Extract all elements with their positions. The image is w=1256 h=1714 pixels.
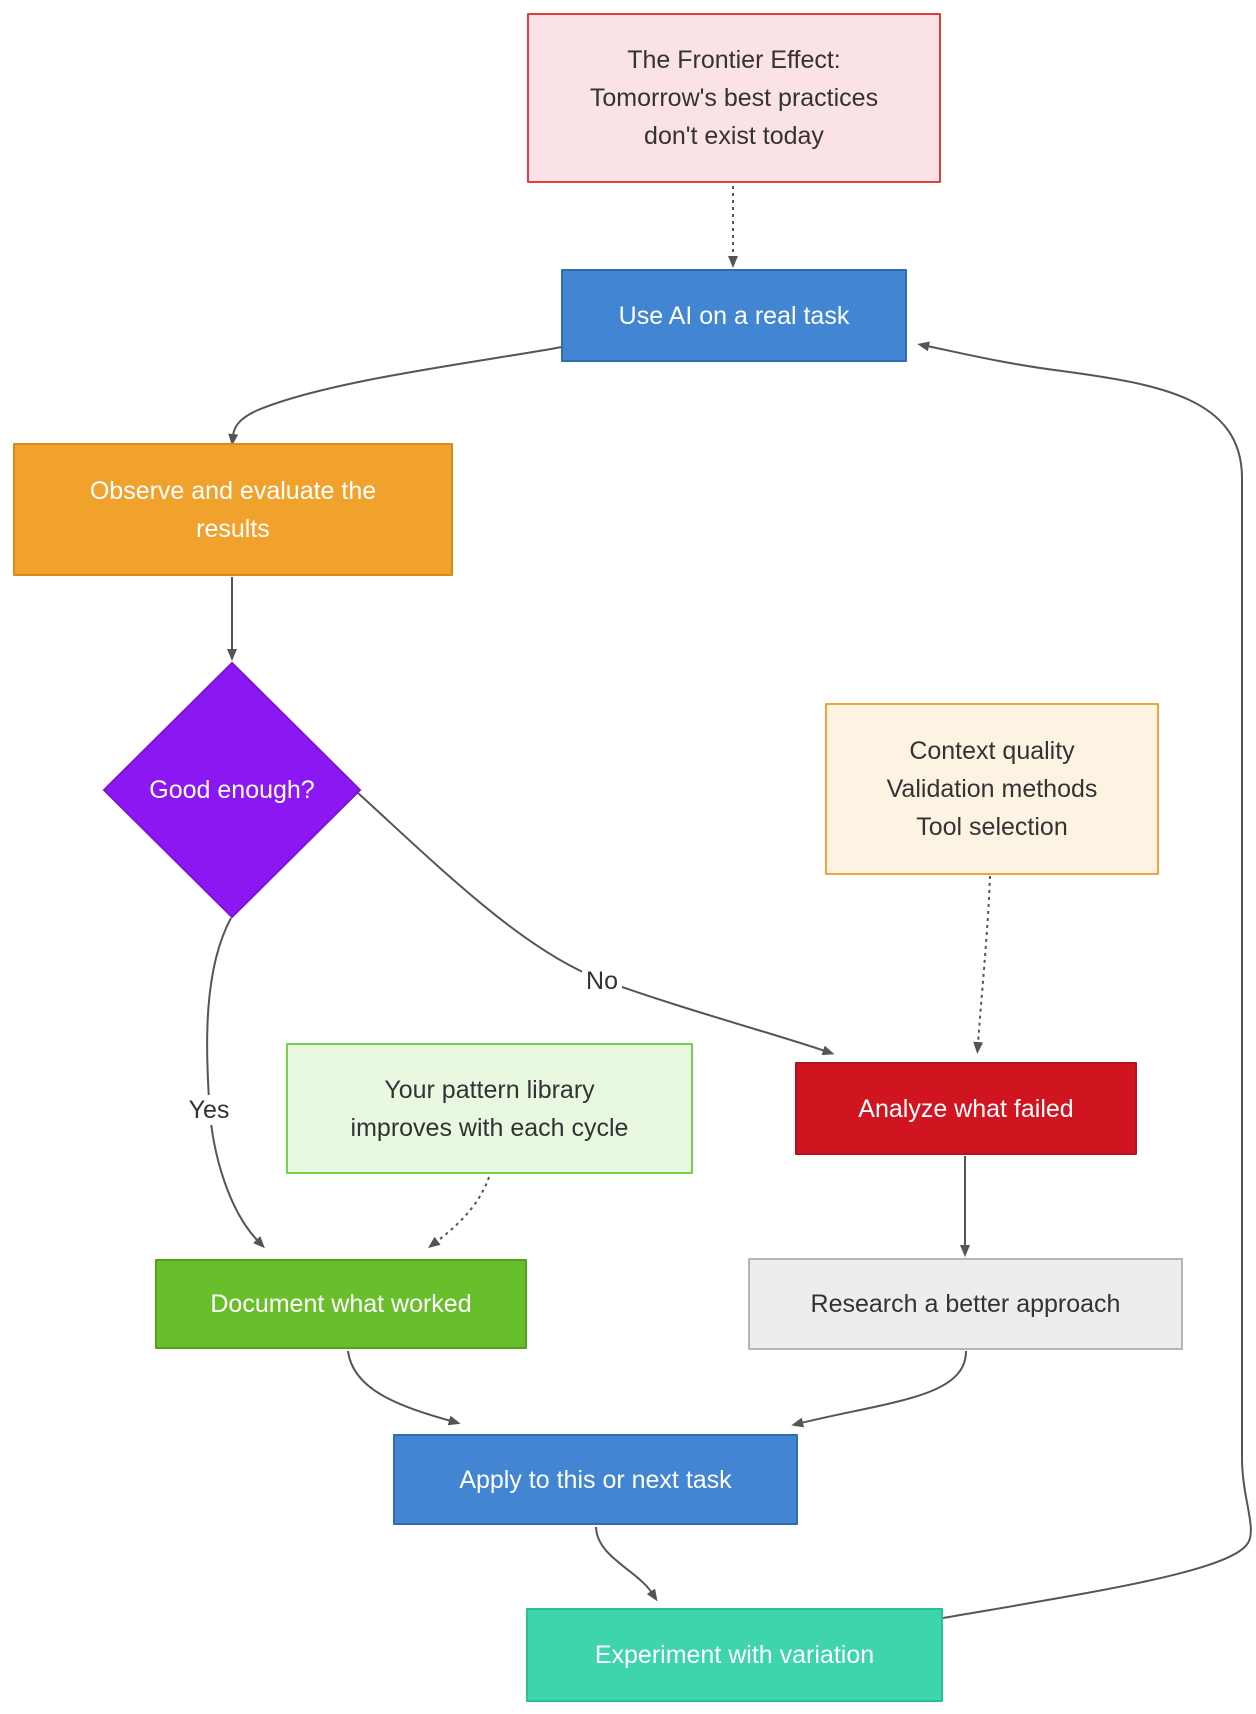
node-observe: Observe and evaluate the results bbox=[13, 443, 453, 576]
node-experiment-variation-label: Experiment with variation bbox=[594, 1641, 875, 1669]
edge-pattern-to-document bbox=[428, 1176, 490, 1249]
node-analyze-failed-label: Analyze what failed bbox=[858, 1094, 1074, 1123]
node-apply-task-label: Apply to this or next task bbox=[459, 1465, 732, 1494]
edge-context-to-analyze bbox=[973, 875, 991, 1054]
edge-document-to-apply bbox=[347, 1350, 461, 1426]
node-analyze-failed: Analyze what failed bbox=[795, 1062, 1137, 1155]
edge-label-no: No bbox=[582, 966, 622, 996]
edge-goodenough-no-to-analyze bbox=[357, 792, 835, 1056]
edge-goodenough-yes-to-document bbox=[206, 917, 265, 1249]
node-context-line: Context quality bbox=[909, 737, 1075, 765]
node-research-approach: Research a better approach bbox=[748, 1258, 1183, 1350]
node-experiment-variation: Experiment with variation bbox=[526, 1608, 943, 1702]
node-apply-task: Apply to this or next task bbox=[393, 1434, 798, 1525]
node-context-line: Tool selection bbox=[916, 813, 1068, 841]
node-good-enough-diamond bbox=[102, 661, 362, 919]
edge-useai-to-observe bbox=[228, 346, 563, 446]
node-document-worked-label: Document what worked bbox=[210, 1290, 472, 1318]
edge-research-to-apply bbox=[791, 1350, 967, 1428]
node-context-annotation: Context quality Validation methods Tool … bbox=[825, 703, 1159, 875]
node-frontier-effect: The Frontier Effect: Tomorrow's best pra… bbox=[527, 13, 941, 183]
node-observe-line: Observe and evaluate the bbox=[89, 476, 377, 505]
node-pattern-library-line: Your pattern library bbox=[384, 1075, 595, 1104]
node-use-ai-label: Use AI on a real task bbox=[618, 301, 850, 330]
edge-experiment-to-useai bbox=[917, 341, 1252, 1619]
node-pattern-library-annotation: Your pattern library improves with each … bbox=[286, 1043, 693, 1174]
node-good-enough-label: Good enough? bbox=[149, 776, 315, 804]
node-pattern-library-line: improves with each cycle bbox=[350, 1113, 629, 1142]
node-document-worked: Document what worked bbox=[155, 1259, 527, 1349]
node-frontier-effect-line: The Frontier Effect: bbox=[627, 46, 841, 74]
edge-group bbox=[206, 186, 1252, 1619]
node-frontier-effect-line: don't exist today bbox=[644, 122, 824, 150]
edge-label-yes: Yes bbox=[184, 1095, 234, 1125]
node-context-line: Validation methods bbox=[886, 775, 1098, 803]
edge-apply-to-experiment bbox=[595, 1526, 658, 1602]
node-observe-line: results bbox=[196, 514, 270, 543]
node-research-approach-label: Research a better approach bbox=[810, 1290, 1121, 1318]
node-frontier-effect-line: Tomorrow's best practices bbox=[589, 84, 879, 112]
node-use-ai: Use AI on a real task bbox=[561, 269, 907, 362]
